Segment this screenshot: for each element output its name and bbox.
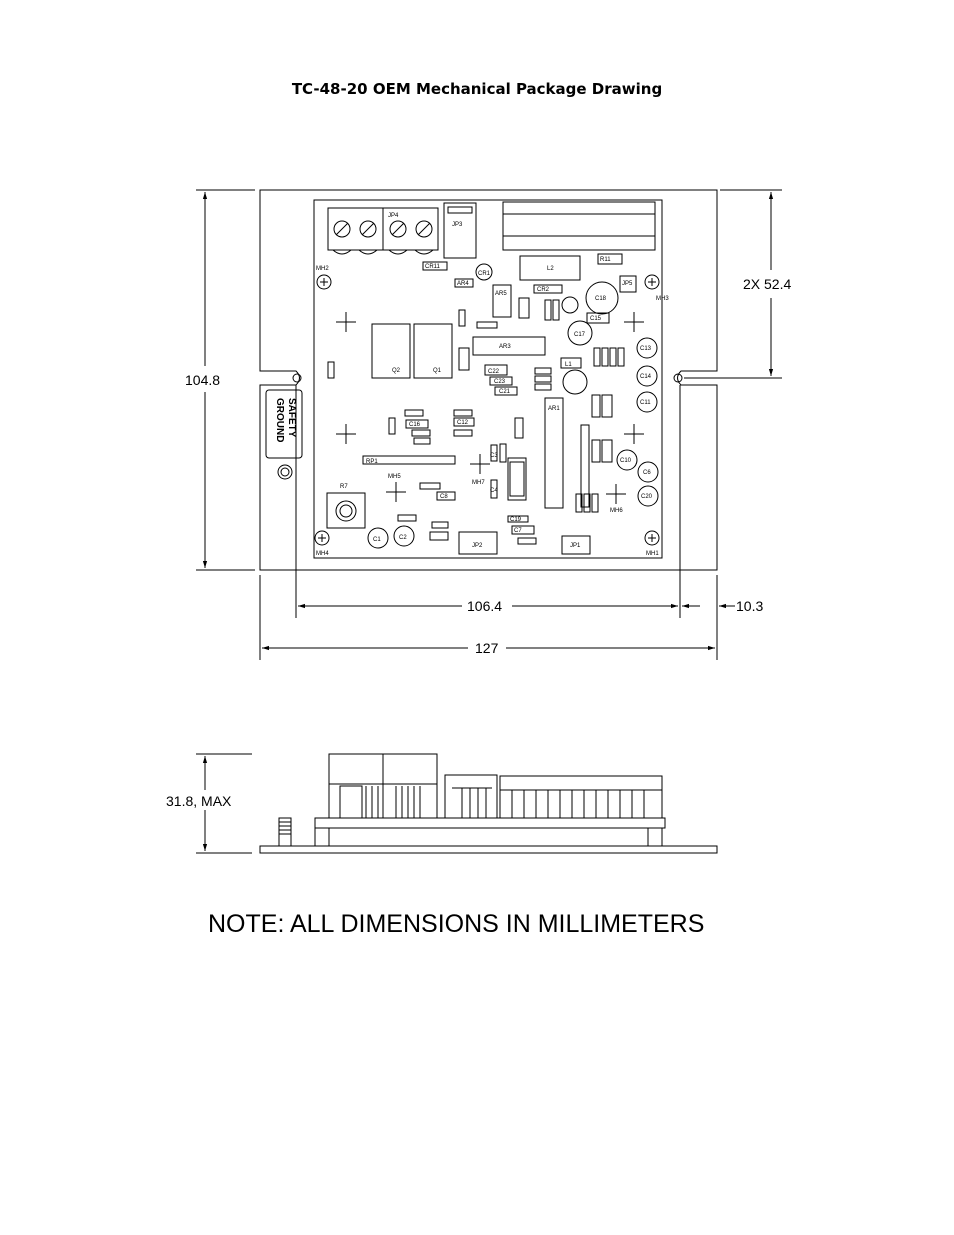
label-mh5: MH5 bbox=[388, 474, 401, 480]
dim-max-height-text: 31.8, MAX bbox=[166, 793, 232, 809]
label-cr11: CR11 bbox=[425, 264, 441, 270]
label-c20: C20 bbox=[641, 494, 653, 500]
label-c12: C12 bbox=[457, 420, 469, 426]
label-c10: C10 bbox=[620, 458, 632, 464]
label-c21: C21 bbox=[499, 389, 511, 395]
label-mh2: MH2 bbox=[316, 266, 329, 272]
label-c19: C19 bbox=[510, 517, 522, 523]
base-plate-outline bbox=[259, 189, 718, 571]
page-title: TC-48-20 OEM Mechanical Package Drawing bbox=[291, 80, 663, 98]
label-c13: C13 bbox=[640, 346, 652, 352]
component-labels: JP4 JP3 CR1 CR11 AR4 AR5 L2 R11 JP5 C18 … bbox=[316, 213, 669, 557]
label-mh4: MH4 bbox=[316, 551, 329, 557]
components-outlines bbox=[326, 253, 659, 555]
mounting-hole-left bbox=[292, 373, 302, 383]
safety-ground-label: SAFETY GROUND bbox=[265, 389, 303, 480]
label-ar1: AR1 bbox=[548, 406, 560, 412]
label-r11: R11 bbox=[600, 257, 611, 263]
label-jp5: JP5 bbox=[622, 281, 633, 287]
dimension-hole-span bbox=[259, 385, 735, 660]
label-rp1: RP1 bbox=[366, 459, 378, 465]
label-c3: C3 bbox=[490, 453, 498, 459]
label-mh3: MH3 bbox=[656, 296, 669, 302]
dim-hole-span-text: 106.4 bbox=[467, 598, 502, 614]
label-jp4: JP4 bbox=[388, 213, 399, 219]
label-c6: C6 bbox=[643, 470, 651, 476]
label-r7: R7 bbox=[340, 484, 348, 490]
label-q1: Q1 bbox=[433, 368, 442, 374]
label-c8: C8 bbox=[440, 494, 448, 500]
connector-jp3 bbox=[443, 202, 477, 259]
label-c16: C16 bbox=[409, 422, 421, 428]
ground-text: GROUND bbox=[274, 398, 285, 442]
label-c23: C23 bbox=[494, 379, 506, 385]
label-q2: Q2 bbox=[392, 368, 401, 374]
label-c4: C4 bbox=[490, 488, 498, 494]
terminal-block-jp4 bbox=[327, 207, 439, 255]
dim-hole-spacing-text: 2X 52.4 bbox=[743, 276, 791, 292]
dim-height-text: 104.8 bbox=[185, 372, 220, 388]
label-c18: C18 bbox=[595, 296, 607, 302]
label-cr1: CR1 bbox=[478, 271, 491, 277]
label-c11: C11 bbox=[640, 400, 651, 406]
label-c1: C1 bbox=[373, 537, 381, 543]
label-jp2: JP2 bbox=[472, 543, 483, 549]
dim-edge-offset-text: 10.3 bbox=[736, 598, 763, 614]
label-mh6: MH6 bbox=[610, 508, 623, 514]
label-mh1: MH1 bbox=[646, 551, 659, 557]
label-c17: C17 bbox=[574, 332, 586, 338]
label-ar3: AR3 bbox=[499, 344, 511, 350]
label-c22: C22 bbox=[488, 369, 500, 375]
dim-width-text: 127 bbox=[475, 640, 499, 656]
mounting-hole-right bbox=[673, 373, 683, 383]
units-note: NOTE: ALL DIMENSIONS IN MILLIMETERS bbox=[208, 910, 705, 938]
label-c14: C14 bbox=[640, 374, 652, 380]
dimension-max-height bbox=[196, 753, 252, 854]
side-view bbox=[259, 753, 718, 854]
label-ar4: AR4 bbox=[457, 281, 469, 287]
label-c7: C7 bbox=[514, 528, 522, 534]
label-cr2: CR2 bbox=[537, 287, 550, 293]
terminal-strip bbox=[502, 201, 656, 251]
label-jp1: JP1 bbox=[570, 543, 581, 549]
label-jp3: JP3 bbox=[452, 222, 463, 228]
label-ar5: AR5 bbox=[495, 291, 507, 297]
label-c2: C2 bbox=[399, 535, 407, 541]
pcb-outline bbox=[313, 199, 663, 559]
dimension-height bbox=[196, 189, 255, 571]
label-c15: C15 bbox=[590, 316, 602, 322]
mh-crosshairs bbox=[314, 274, 660, 546]
label-l1: L1 bbox=[565, 362, 572, 368]
dimension-hole-spacing bbox=[684, 189, 782, 379]
label-mh7: MH7 bbox=[472, 480, 485, 486]
label-l2: L2 bbox=[547, 266, 554, 272]
safety-text: SAFETY bbox=[286, 398, 297, 438]
